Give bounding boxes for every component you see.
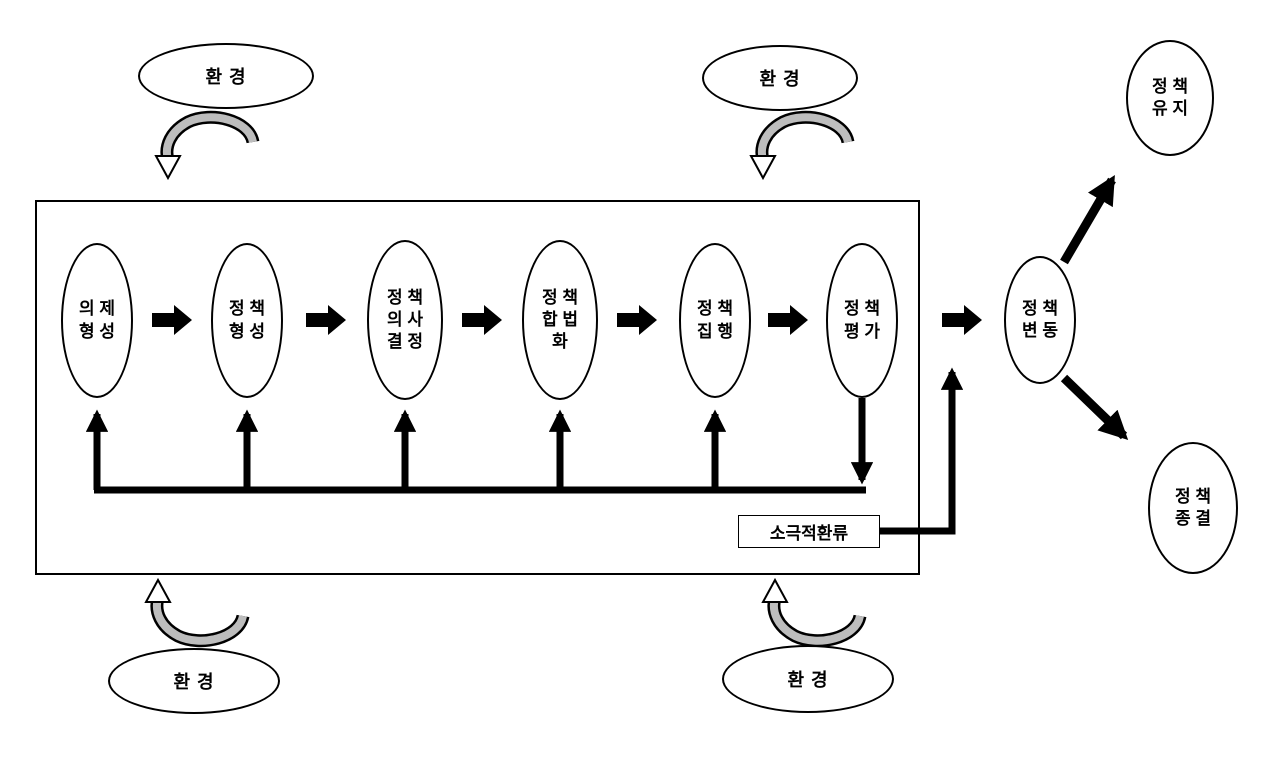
feedback-label: 소극적환류 [769, 524, 849, 543]
stage-ellipse-policy-formation: 정 책 형 성 [211, 243, 283, 398]
arrow-to-maintain [1060, 175, 1116, 265]
stage-label: 정 책 의 사 결 정 [386, 287, 423, 352]
arrow-to-terminate [1060, 374, 1129, 441]
env-ellipse-top-left: 환 경 [138, 43, 314, 109]
env-swirl-arrow-bottom-left-icon [144, 577, 250, 648]
env-ellipse-top-right: 환 경 [702, 45, 858, 111]
env-ellipse-bottom-left: 환 경 [108, 648, 280, 714]
outcome-ellipse-policy-maintenance: 정 책 유 지 [1126, 40, 1214, 156]
env-swirl-arrow-bottom-right-icon [761, 577, 867, 648]
outcome-label: 정 책 유 지 [1151, 76, 1188, 118]
env-label: 환 경 [787, 670, 829, 690]
env-label: 환 경 [205, 67, 247, 87]
stage-label: 정 책 합 법 화 [541, 287, 578, 352]
outcome-label: 정 책 종 결 [1174, 486, 1211, 528]
stage-label: 의 제 형 성 [78, 299, 115, 341]
stage-ellipse-agenda-formation: 의 제 형 성 [61, 243, 133, 398]
env-ellipse-bottom-right: 환 경 [722, 645, 894, 713]
outcome-ellipse-policy-termination: 정 책 종 결 [1148, 442, 1238, 574]
outcome-ellipse-policy-change: 정 책 변 동 [1004, 256, 1076, 384]
stage-ellipse-policy-decision: 정 책 의 사 결 정 [367, 240, 443, 400]
stage-label: 정 책 평 가 [843, 299, 880, 341]
stage-label: 정 책 집 행 [696, 299, 733, 341]
env-label: 환 경 [759, 69, 801, 89]
arrow-right-icon [942, 305, 982, 335]
stage-ellipse-policy-implementation: 정 책 집 행 [679, 243, 751, 398]
outcome-label: 정 책 변 동 [1021, 298, 1058, 340]
env-label: 환 경 [173, 672, 215, 692]
env-swirl-arrow-top-left-icon [154, 110, 260, 181]
stage-label: 정 책 형 성 [228, 299, 265, 341]
feedback-label-box: 소극적환류 [738, 515, 880, 548]
stage-ellipse-policy-evaluation: 정 책 평 가 [826, 243, 898, 398]
env-swirl-arrow-top-right-icon [749, 110, 855, 181]
stage-ellipse-policy-legitimation: 정 책 합 법 화 [522, 240, 598, 400]
